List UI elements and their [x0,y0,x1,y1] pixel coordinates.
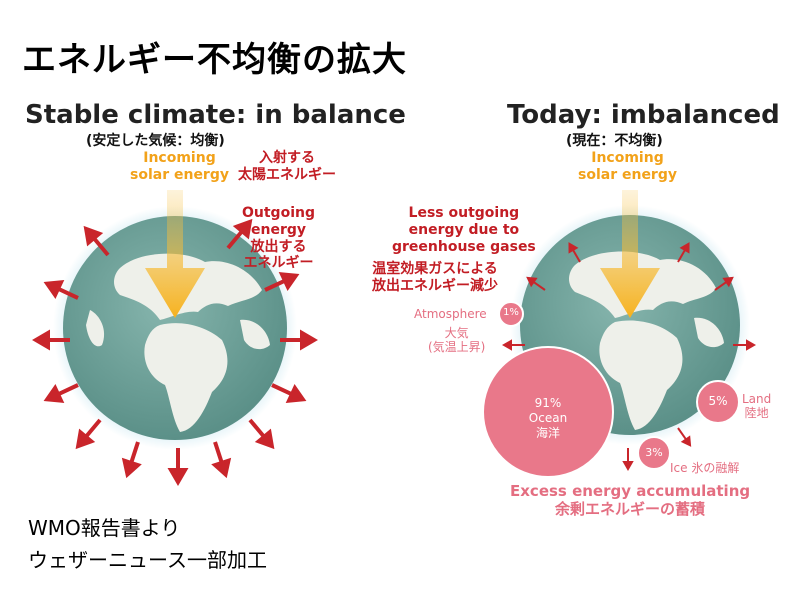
land-circle [696,380,740,424]
out-arrow [714,276,734,291]
out-arrow [264,272,300,292]
atmosphere-label: Atmosphere [414,307,487,321]
right-incoming-arrow [600,190,660,318]
out-arrow [121,441,142,479]
ocean-circle [482,346,614,478]
atmosphere-jp-label: 大気(気温上昇) [428,326,486,355]
out-arrow [733,339,757,351]
out-arrow [501,339,525,351]
ocean-label: 91% Ocean 海洋 [528,396,568,440]
out-arrow [248,418,275,450]
out-arrow [226,218,253,250]
left-panel-title: Stable climate: in balance [25,100,406,130]
out-arrow [75,418,102,450]
out-arrow [83,225,110,257]
ice-label: Ice 氷の融解 [670,461,740,475]
left-globe [53,206,297,450]
left-outgoing-arrows [32,218,318,486]
out-arrow [526,276,546,291]
out-arrow [43,383,79,403]
out-arrow [677,242,690,263]
out-arrow [568,242,581,263]
ice-percent: 3% [645,446,663,459]
out-arrow [167,448,189,486]
right-panel-subtitle: (現在：不均衡) [566,133,663,149]
right-panel-title: Today: imbalanced [507,100,780,130]
left-panel-subtitle: (安定した気候：均衡) [86,133,225,149]
land-percent: 5% [708,394,728,408]
main-title: エネルギー不均衡の拡大 [22,40,407,80]
ice-circle [637,436,671,470]
out-arrow [622,448,634,472]
out-arrow [32,329,70,351]
out-arrow [211,441,232,479]
less-outgoing-jp-label: 温室効果ガスによる放出エネルギー減少 [372,261,498,294]
atmosphere-percent: 1% [503,307,519,318]
out-arrow [280,329,318,351]
out-arrow [43,280,79,300]
out-arrow [677,427,692,447]
left-incoming-jp-label: 入射する太陽エネルギー [238,150,336,183]
atmosphere-circle [498,301,524,327]
left-incoming-arrow [145,190,205,318]
right-outgoing-arrows [501,242,757,472]
out-arrow [271,383,307,403]
credit-text: WMO報告書よりウェザーニュース一部加工 [28,516,267,572]
